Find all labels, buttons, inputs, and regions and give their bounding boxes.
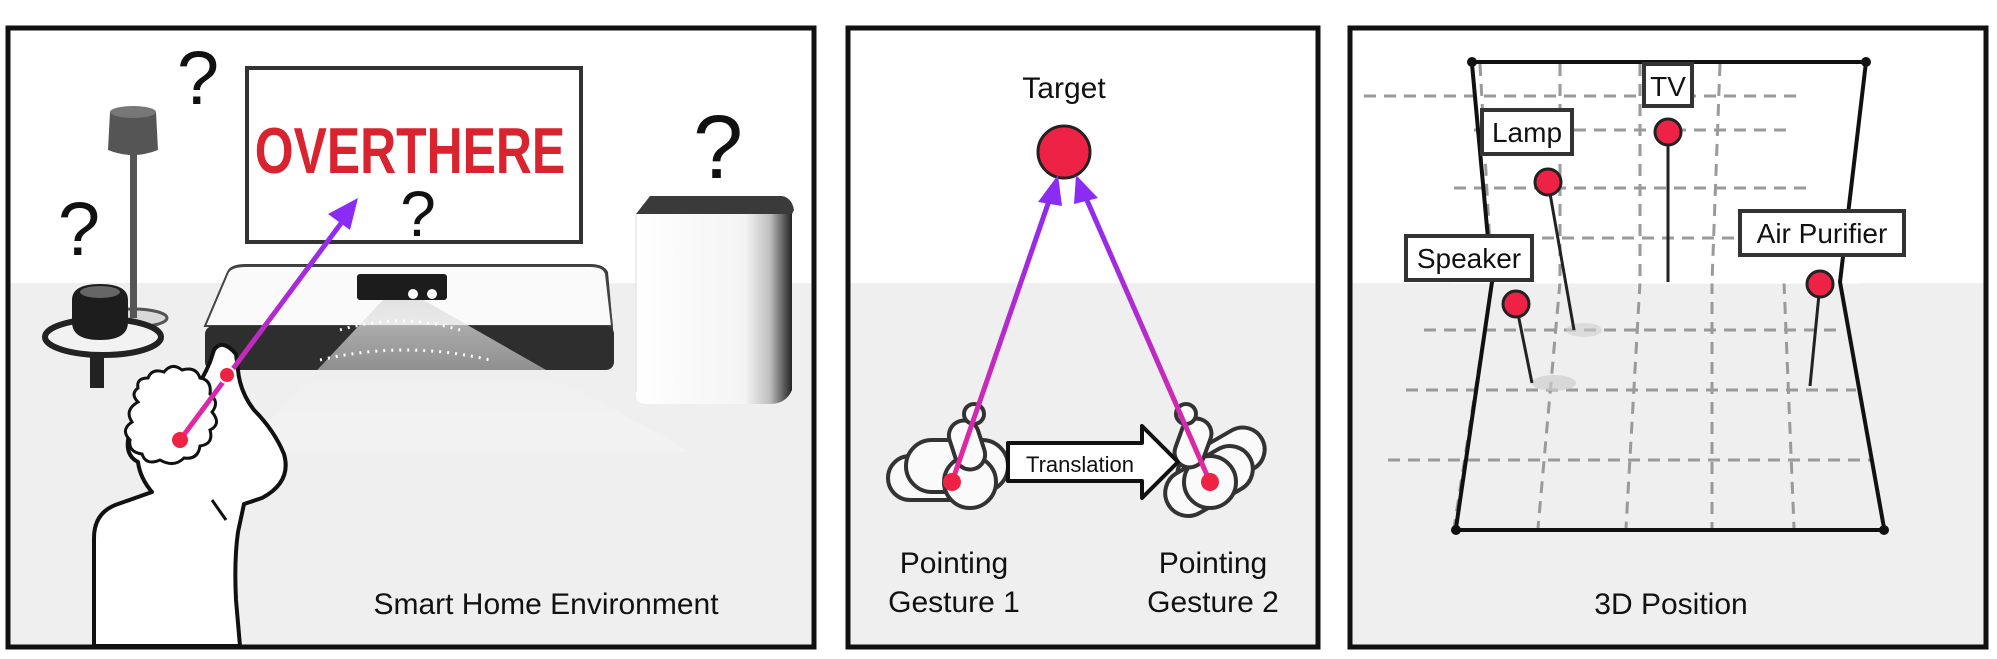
question-mark-purifier: ?	[693, 98, 743, 198]
side-table-speaker	[42, 284, 164, 388]
speaker-pin	[1501, 289, 1534, 384]
air-purifier-label-box: Air Purifier	[1738, 209, 1906, 257]
panel-pointing-gestures: Target Translation Pointing Gesture 1 Po…	[842, 0, 1324, 659]
panel3-frame	[1347, 25, 1989, 650]
gesture1-label-line1: Pointing	[900, 547, 1008, 580]
question-mark-lamp: ?	[177, 36, 219, 121]
panel-3d-position: TV Lamp Speaker Air Purifier 3D Position	[1344, 0, 1994, 659]
pointing-ray-1	[943, 175, 1062, 491]
panel3-caption: 3D Position	[1594, 588, 1747, 621]
question-mark-tv: ?	[400, 178, 436, 250]
person-silhouette	[92, 342, 288, 648]
panel1-frame	[5, 25, 817, 650]
lamp-label: Lamp	[1492, 117, 1562, 148]
hand-marker	[218, 366, 236, 384]
translation-arrow: Translation	[1006, 424, 1180, 500]
translation-label: Translation	[1026, 452, 1134, 477]
panel-smart-home: OVERTHERE ? ? ? ?	[0, 0, 822, 659]
air-purifier-label: Air Purifier	[1757, 218, 1888, 249]
gesture2-label-line1: Pointing	[1159, 547, 1267, 580]
tv-label-box: TV	[1642, 62, 1694, 108]
gesture1-label-line2: Gesture 1	[888, 586, 1020, 619]
target-marker	[1036, 124, 1092, 180]
panel2-frame	[845, 25, 1321, 650]
air-purifier-pin	[1805, 269, 1835, 387]
target-label: Target	[1022, 72, 1106, 105]
speaker-label-box: Speaker	[1404, 234, 1534, 282]
tv-screen-text: OVERTHERE	[255, 116, 565, 188]
tv-screen: OVERTHERE	[245, 66, 583, 244]
question-mark-speaker: ?	[58, 187, 100, 272]
head-marker	[172, 432, 188, 448]
air-purifier	[635, 196, 794, 404]
tv-label: TV	[1650, 71, 1686, 102]
sensor-light-cone	[240, 298, 690, 452]
tv-pin	[1653, 117, 1683, 282]
pointing-ray-2	[1074, 175, 1219, 491]
gesture2-label-line2: Gesture 2	[1147, 586, 1279, 619]
floor	[1350, 283, 1986, 647]
speaker-label: Speaker	[1417, 243, 1521, 274]
lamp-label-box: Lamp	[1480, 108, 1574, 156]
pointing-ray	[172, 198, 358, 448]
panel1-caption: Smart Home Environment	[373, 588, 719, 621]
depth-sensor-device	[357, 274, 447, 300]
lamp-pin	[1533, 167, 1576, 331]
